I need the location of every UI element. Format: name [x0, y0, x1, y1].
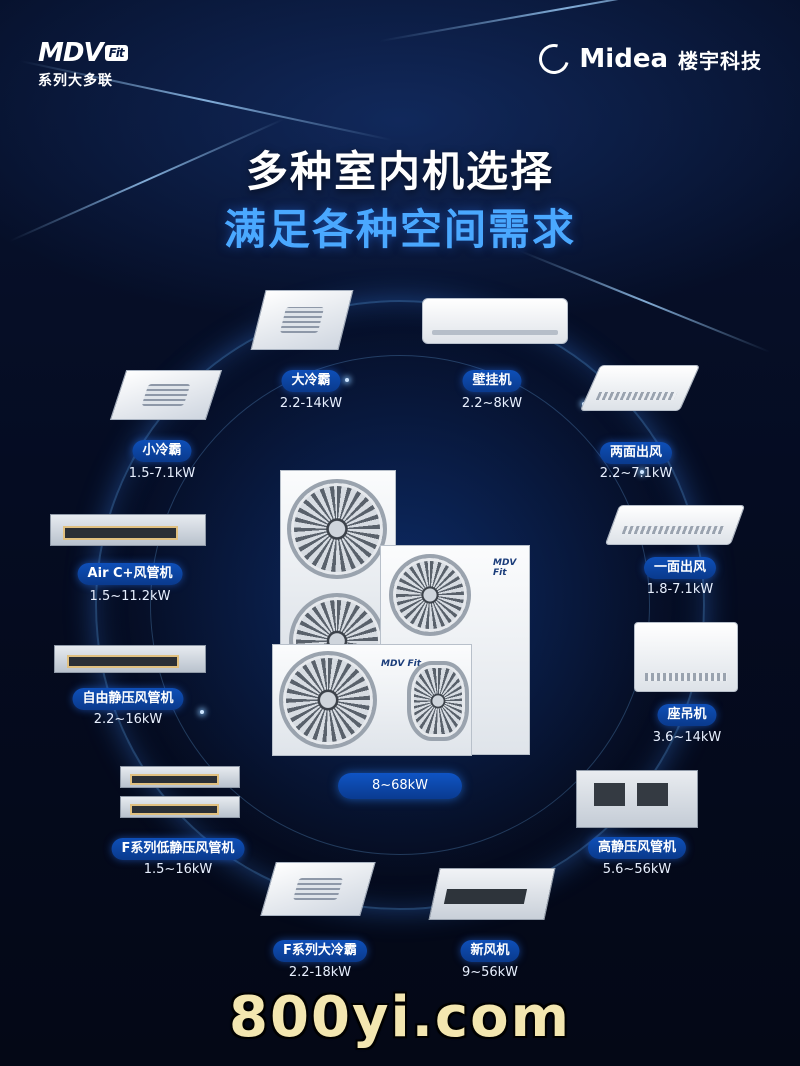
midea-name: Midea: [579, 44, 668, 74]
fan-icon: [287, 479, 387, 579]
product-label-f-low-static: F系列低静压风管机: [111, 838, 245, 860]
watermark: 800yi.com: [229, 985, 571, 1050]
product-capacity-ceiling-floor: 3.6~14kW: [652, 730, 722, 745]
high-static-duct-icon: [576, 770, 698, 828]
low-static-duct-icon-bottom: [120, 796, 240, 818]
f-cassette-4way-icon: [260, 862, 376, 916]
product-label-ceiling-floor: 座吊机: [657, 704, 717, 726]
product-capacity-air-c-duct: 1.5~11.2kW: [89, 589, 171, 604]
one-way-cassette-icon: [604, 505, 746, 545]
wall-mounted-icon: [422, 298, 568, 344]
sparkle: [345, 378, 349, 382]
outdoor-unit-back: [280, 470, 396, 689]
product-capacity-f-low-static: 1.5~16kW: [143, 862, 213, 877]
fan-icon: [279, 651, 377, 749]
light-streak: [379, 0, 755, 42]
fan-icon: [407, 661, 469, 741]
outdoor-unit-front: MDV Fit: [272, 644, 472, 756]
midea-cn-name: 楼宇科技: [678, 48, 762, 73]
product-label-fresh-air: 新风机: [460, 940, 520, 962]
sparkle: [640, 470, 644, 474]
two-way-cassette-icon: [579, 365, 701, 411]
cassette-4way-icon: [250, 290, 354, 350]
product-label-compact-cassette: 小冷霸: [132, 440, 192, 462]
midea-brand: Midea 楼宇科技: [533, 38, 762, 80]
product-label-two-way: 两面出风: [599, 442, 673, 464]
product-capacity-two-way: 2.2~7.1kW: [599, 466, 673, 481]
product-label-high-static-duct: 高静压风管机: [587, 837, 687, 859]
series-logo-fit: Fit: [104, 45, 128, 61]
product-capacity-free-static-duct: 2.2~16kW: [93, 712, 163, 727]
product-label-one-way: 一面出风: [643, 557, 717, 579]
product-capacity-compact-cassette: 1.5-7.1kW: [128, 466, 196, 481]
outdoor-unit-front-logo: MDV Fit: [381, 659, 422, 669]
product-capacity-wall-mounted: 2.2~8kW: [461, 396, 523, 411]
headline-line1: 多种室内机选择: [245, 147, 554, 196]
free-static-duct-icon: [54, 645, 206, 673]
product-capacity-large-cassette: 2.2-14kW: [279, 396, 343, 411]
product-label-air-c-duct: Air C+风管机: [77, 563, 183, 585]
series-logo-mark: MDV: [38, 38, 104, 68]
product-label-wall-mounted: 壁挂机: [462, 370, 522, 392]
low-static-duct-icon-top: [120, 766, 240, 788]
fan-icon: [389, 554, 471, 636]
fresh-air-unit-icon: [428, 868, 556, 920]
ceiling-floor-unit-icon: [634, 622, 738, 692]
midea-logo-icon: [533, 38, 575, 80]
product-capacity-one-way: 1.8-7.1kW: [646, 582, 714, 597]
product-capacity-f-large-cassette: 2.2-18kW: [288, 965, 352, 980]
product-capacity-high-static-duct: 5.6~56kW: [602, 862, 672, 877]
product-label-free-static-duct: 自由静压风管机: [72, 688, 184, 710]
product-label-large-cassette: 大冷霸: [281, 370, 341, 392]
headline-line2: 满足各种空间需求: [223, 205, 576, 254]
outdoor-unit-logo: MDV Fit: [493, 558, 517, 578]
series-name: 系列大多联: [38, 73, 113, 89]
compact-cassette-icon: [109, 370, 223, 420]
product-capacity-fresh-air: 9~56kW: [461, 965, 519, 980]
outdoor-capacity-badge: 8~68kW: [338, 773, 462, 799]
duct-unit-icon: [50, 514, 206, 546]
product-label-f-large-cassette: F系列大冷霸: [273, 940, 367, 962]
sparkle: [200, 710, 204, 714]
